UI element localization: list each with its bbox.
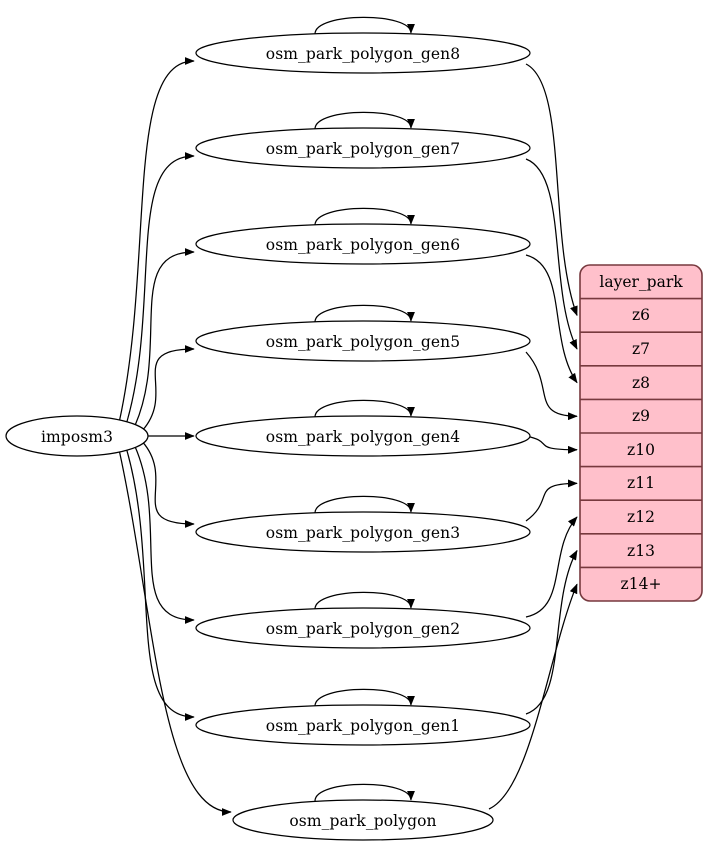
edges-to-layer-park: [488, 63, 578, 810]
self-loop-edges: [314, 16, 415, 802]
edge-gen2-to-z12: [525, 516, 578, 618]
edge-gen1-to-z13: [525, 549, 578, 715]
edge-imposm3-to-gen5: [142, 345, 195, 431]
node-imposm3[interactable]: [5, 415, 149, 457]
table-row-z9[interactable]: [580, 399, 702, 433]
self-loop-gen2: [314, 591, 415, 610]
self-loop-gen3: [314, 495, 415, 514]
edge-imposm3-to-gen3: [142, 441, 195, 528]
self-loop-base: [314, 783, 415, 802]
node-base[interactable]: [232, 799, 494, 841]
table-row-z10[interactable]: [580, 433, 702, 467]
self-loop-gen6: [314, 207, 415, 226]
node-gen4[interactable]: [195, 415, 531, 457]
edge-gen8-to-z6: [525, 63, 578, 317]
edge-gen5-to-z9: [525, 351, 578, 421]
node-gen8[interactable]: [195, 32, 531, 74]
node-gen1[interactable]: [195, 704, 531, 746]
edge-imposm3-to-base: [118, 451, 232, 816]
node-gen2[interactable]: [195, 607, 531, 649]
edges-from-imposm3: [118, 57, 232, 816]
node-gen7[interactable]: [195, 127, 531, 169]
edge-imposm3-to-gen8: [118, 57, 195, 421]
self-loop-gen1: [314, 688, 415, 707]
table-row-z14+[interactable]: [580, 567, 702, 601]
edge-gen6-to-z8: [525, 254, 578, 384]
self-loop-gen8: [314, 16, 415, 35]
table-row-z11[interactable]: [580, 467, 702, 501]
self-loop-gen4: [314, 399, 415, 418]
edge-imposm3-to-gen6: [134, 248, 195, 426]
edge-imposm3-to-gen1: [125, 449, 195, 721]
edge-base-to-z14+: [488, 583, 578, 810]
edge-gen3-to-z11: [525, 479, 578, 522]
table-row-z8[interactable]: [580, 366, 702, 400]
self-loop-gen7: [314, 111, 415, 130]
table-row-z6[interactable]: [580, 299, 702, 333]
node-gen6[interactable]: [195, 223, 531, 265]
node-gen3[interactable]: [195, 511, 531, 553]
edge-imposm3-to-gen2: [134, 446, 195, 624]
ellipse-nodes: [5, 32, 531, 841]
table-row-z12[interactable]: [580, 500, 702, 534]
self-loop-gen5: [314, 304, 415, 323]
edge-imposm3-to-gen7: [126, 152, 195, 423]
layer-park-table-shape: [579, 264, 703, 602]
node-gen5[interactable]: [195, 320, 531, 362]
table-row-z13[interactable]: [580, 534, 702, 568]
edge-gen4-to-z10: [525, 435, 578, 454]
table-row-z7[interactable]: [580, 332, 702, 366]
edge-gen7-to-z7: [525, 158, 578, 350]
